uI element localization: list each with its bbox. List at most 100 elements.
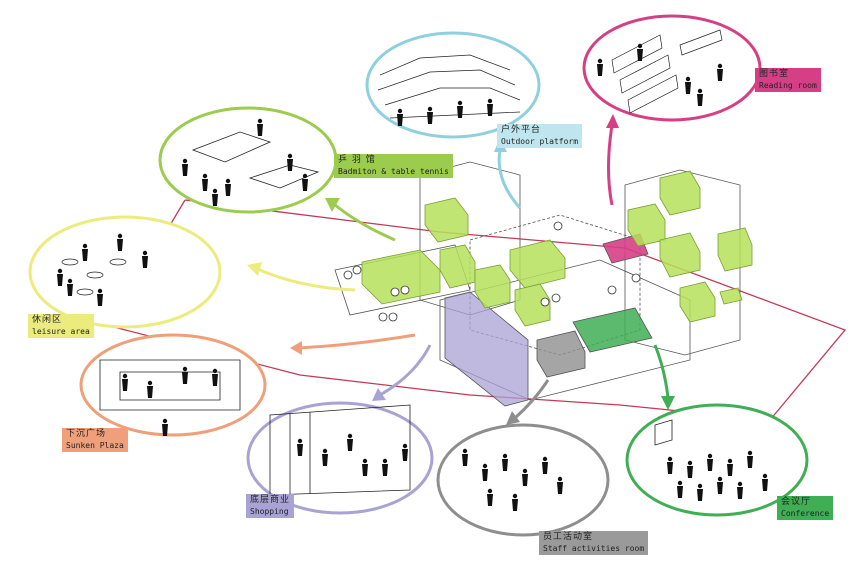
person-body: [457, 106, 463, 118]
person-body: [402, 449, 408, 461]
platform-sketch-icon: [377, 54, 521, 119]
arrowhead-conference: [661, 396, 675, 410]
person-body: [362, 464, 368, 476]
person-body: [212, 374, 218, 386]
label-leisure-cn: 休闲区: [32, 315, 63, 325]
person-head: [687, 460, 693, 466]
person-body: [147, 386, 153, 398]
storefront-icon: [269, 404, 411, 496]
person-head: [402, 443, 408, 449]
label-sports-cn: 乒 羽 馆: [338, 155, 376, 165]
label-sunken: 下沉广场 Sunken Plaza: [62, 428, 128, 452]
person-head: [677, 480, 683, 486]
cafe-tables-icon: [61, 258, 127, 296]
person-head: [397, 108, 403, 114]
person-body: [677, 486, 683, 498]
person-body: [162, 424, 168, 436]
arrow-sunken: [297, 333, 416, 350]
person-head: [147, 380, 153, 386]
arrow-reading: [607, 124, 614, 206]
person-body: [382, 464, 388, 476]
presentation-board-icon: [654, 419, 673, 446]
person-body: [762, 479, 768, 491]
arrowhead-sunken: [290, 341, 302, 355]
person-head: [302, 173, 308, 179]
person-body: [322, 454, 328, 466]
person-head: [707, 453, 713, 459]
person-head: [667, 456, 673, 462]
label-outdoor: 户外平台 Outdoor platform: [497, 124, 583, 148]
person-body: [747, 456, 753, 468]
program-volumes: [361, 170, 753, 327]
bubble-outdoor: [365, 31, 541, 139]
person-body: [302, 179, 308, 191]
person-body: [687, 466, 693, 478]
person-head: [182, 158, 188, 164]
person-body: [717, 69, 723, 81]
arrow-conference: [653, 344, 670, 399]
person-head: [717, 63, 723, 69]
label-conference: 会议厅 Conference: [777, 496, 834, 520]
person-body: [502, 459, 508, 471]
arrow-sports: [334, 203, 396, 242]
person-head: [727, 458, 733, 464]
label-shopping-cn: 底层商业: [250, 495, 291, 505]
arrow-shopping: [379, 344, 432, 397]
arrowhead-reading: [606, 114, 619, 128]
bubble-leisure: [28, 215, 222, 329]
person-head: [322, 448, 328, 454]
person-body: [182, 372, 188, 384]
label-staff-en: Staff activities room: [543, 544, 645, 553]
people-silhouettes: [57, 43, 768, 511]
person-body: [182, 164, 188, 176]
arrow-leisure: [254, 266, 356, 292]
label-conference-cn: 会议厅: [781, 497, 812, 507]
person-head: [597, 58, 603, 64]
person-head: [347, 433, 353, 439]
conference-volume: [572, 307, 653, 353]
person-body: [287, 159, 293, 171]
staff-volume: [536, 330, 586, 378]
label-shopping: 底层商业 Shopping: [246, 494, 295, 518]
person-head: [382, 458, 388, 464]
person-head: [542, 456, 548, 462]
person-head: [697, 483, 703, 489]
person-body: [67, 284, 73, 296]
person-head: [362, 458, 368, 464]
person-body: [202, 179, 208, 191]
person-body: [717, 482, 723, 494]
person-body: [522, 474, 528, 486]
person-body: [212, 194, 218, 206]
person-head: [637, 43, 643, 49]
person-head: [512, 493, 518, 499]
person-body: [685, 82, 691, 94]
label-leisure-en: leisure area: [32, 327, 90, 336]
label-reading-cn: 图书室: [759, 69, 790, 79]
person-body: [487, 494, 493, 506]
shopping-volume: [444, 291, 529, 407]
person-body: [142, 256, 148, 268]
person-head: [502, 453, 508, 459]
person-head: [457, 100, 463, 106]
arrows: [247, 114, 675, 425]
person-body: [667, 462, 673, 474]
person-body: [397, 114, 403, 126]
person-body: [512, 499, 518, 511]
label-staff: 员工活动室 Staff activities room: [539, 531, 649, 555]
arrow-outdoor: [497, 149, 522, 209]
person-body: [597, 64, 603, 76]
person-head: [117, 233, 123, 239]
tree-markers: [343, 221, 641, 322]
person-body: [297, 444, 303, 456]
person-head: [257, 118, 263, 124]
person-head: [142, 250, 148, 256]
person-head: [202, 173, 208, 179]
person-head: [427, 106, 433, 112]
label-sports: 乒 羽 馆 Badmiton & table tennis: [334, 154, 453, 178]
person-head: [487, 488, 493, 494]
bubble-conference: [625, 403, 809, 517]
person-head: [57, 268, 63, 274]
central-building: [334, 161, 753, 407]
person-head: [462, 448, 468, 454]
person-body: [482, 469, 488, 481]
